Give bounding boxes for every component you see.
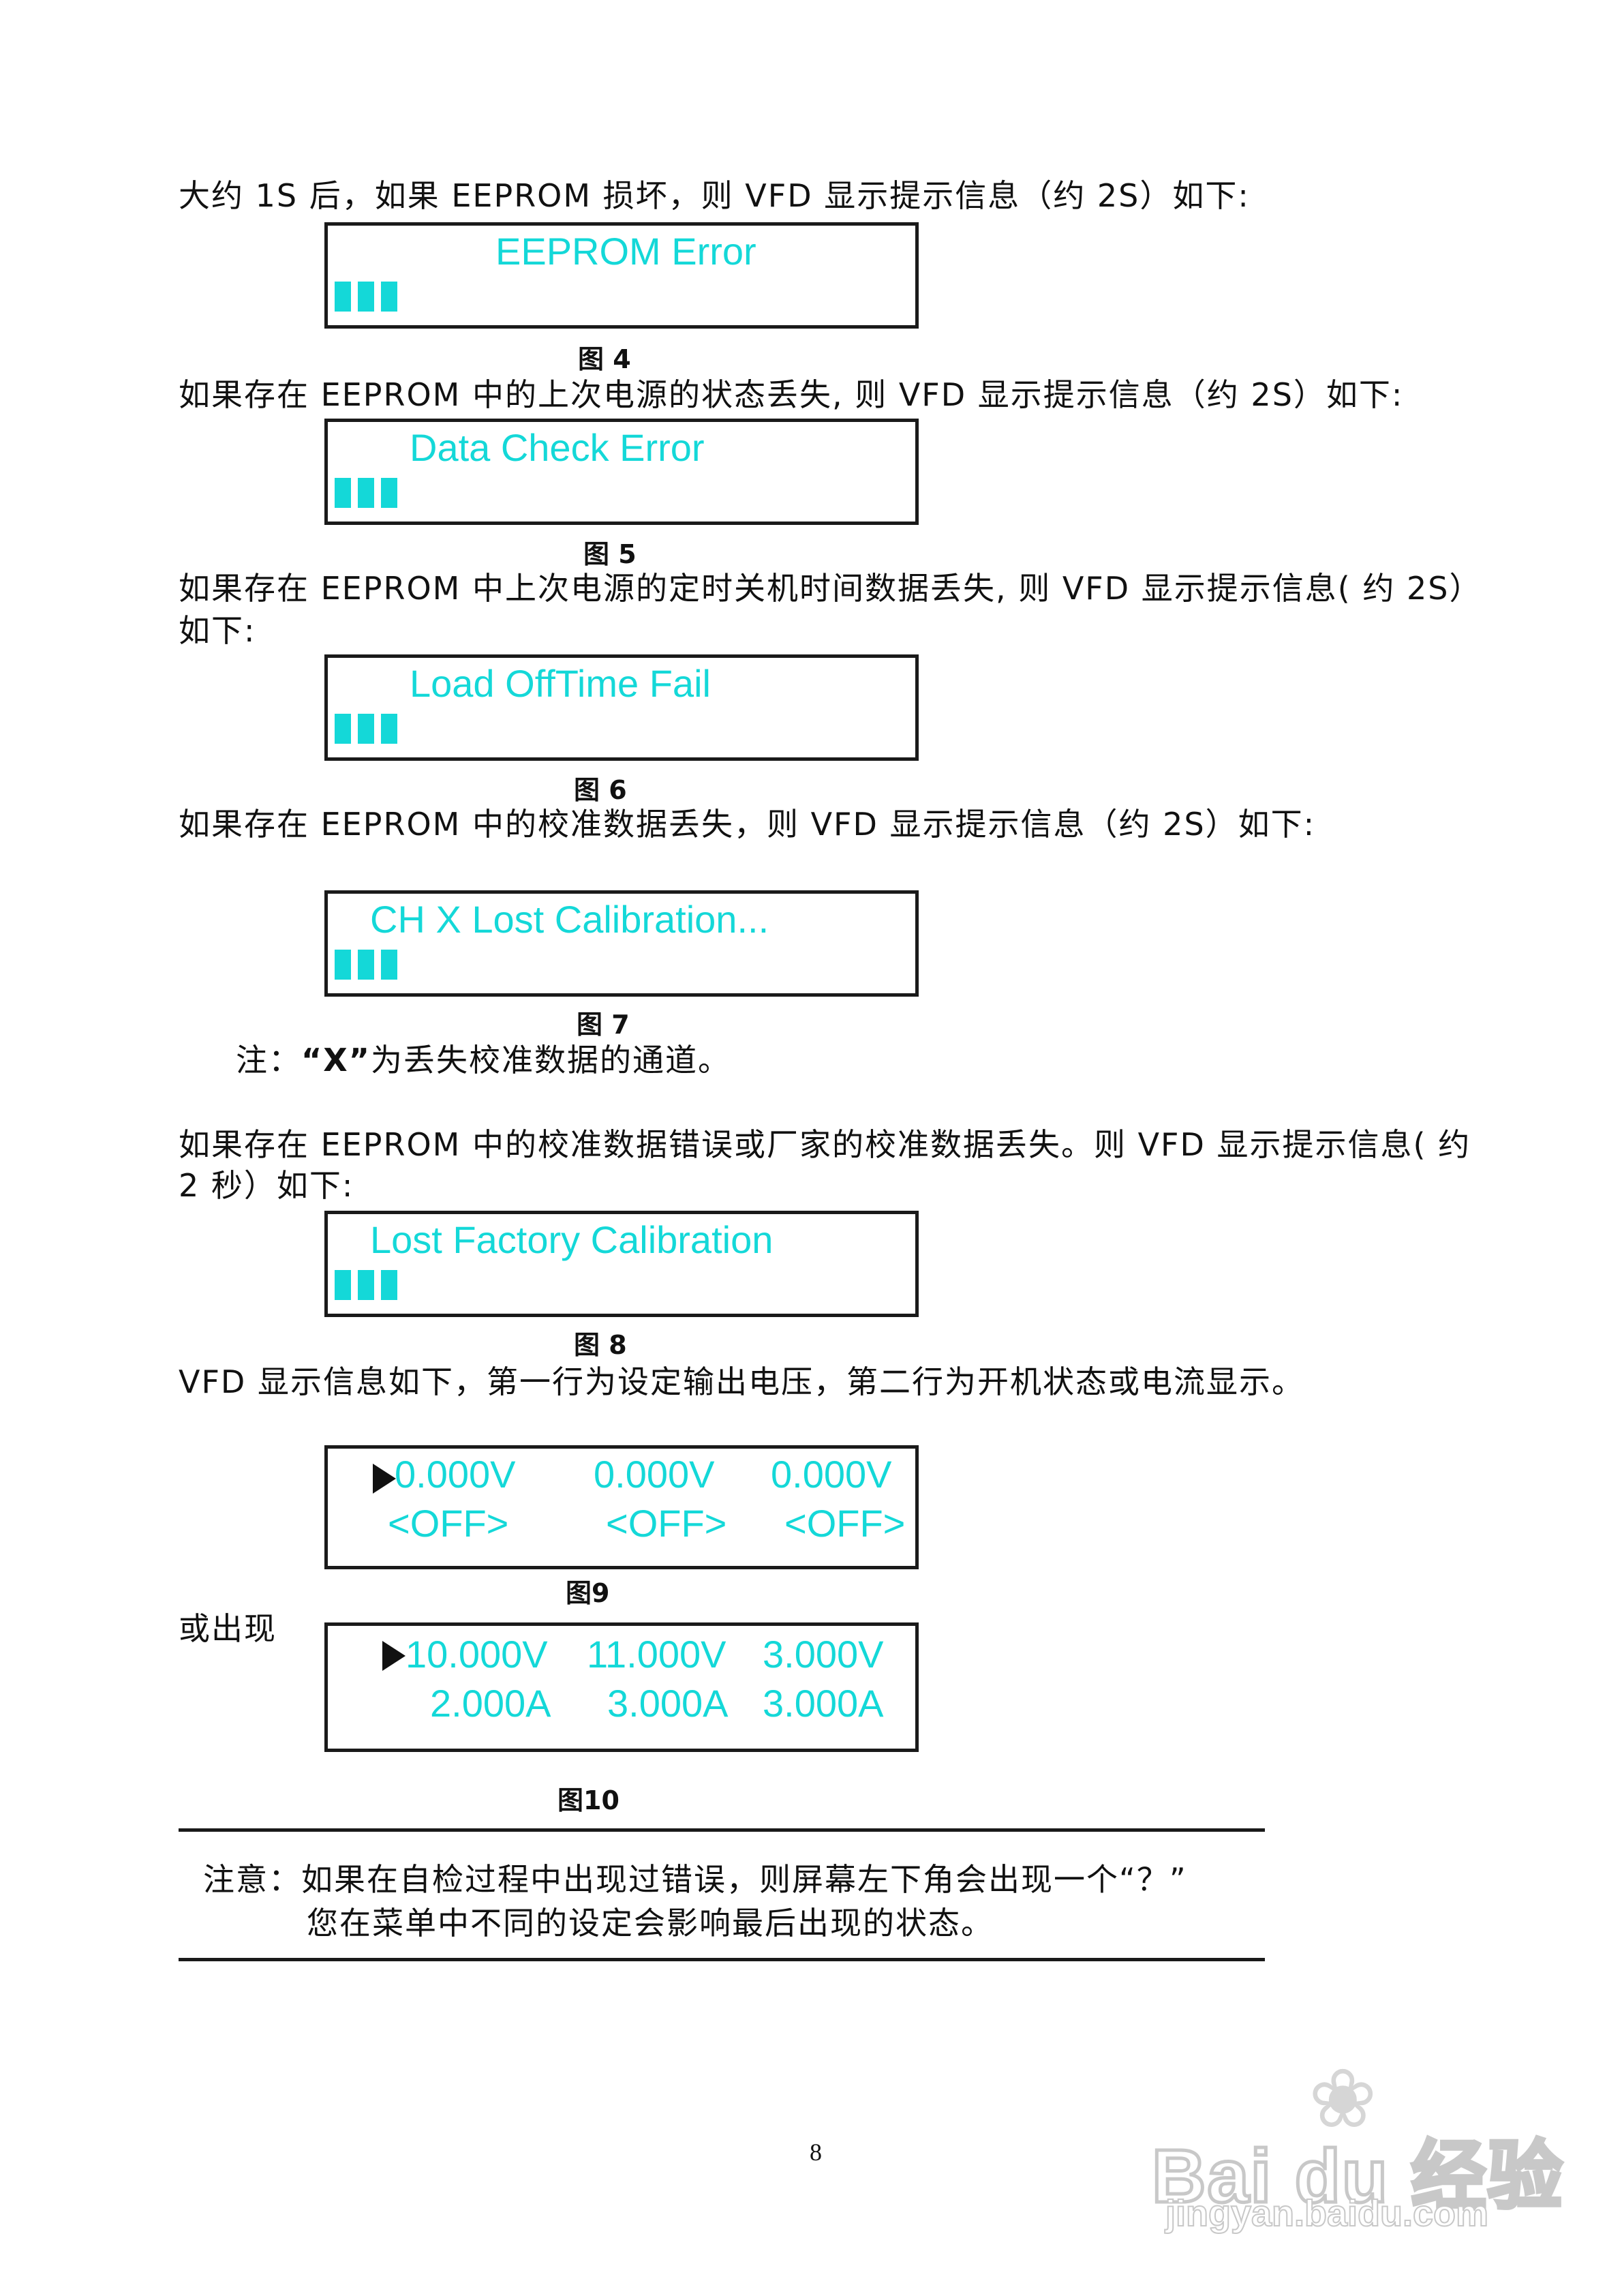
paragraph-offtime-lost-line2: 如下: (179, 612, 256, 649)
divider-bottom (179, 1958, 1265, 1961)
vfd-display-fig9: 0.000V 0.000V 0.000V <OFF> <OFF> <OFF> (324, 1445, 919, 1569)
vfd-display-fig10: 10.000V 11.000V 3.000V 2.000A 3.000A 3.0… (324, 1622, 919, 1752)
vfd-display-fig8: Lost Factory Calibration (324, 1211, 919, 1317)
figure-caption: 图 8 (574, 1330, 627, 1360)
figure-caption: 图 7 (577, 1010, 630, 1040)
current-ch3: 3.000A (763, 1682, 884, 1725)
voltage-ch1: 0.000V (395, 1453, 516, 1496)
state-ch1: <OFF> (388, 1502, 509, 1545)
cursor-arrow-icon (373, 1464, 396, 1494)
vfd-progress-blocks (335, 478, 410, 508)
vfd-progress-blocks (335, 714, 410, 744)
voltage-ch3: 0.000V (771, 1453, 892, 1496)
divider-top (179, 1828, 1265, 1832)
vfd-display-fig5: Data Check Error (324, 419, 919, 525)
or-appears-label: 或出现 (179, 1610, 277, 1647)
vfd-progress-blocks (335, 282, 410, 312)
figure-caption: 图9 (566, 1578, 610, 1608)
note-x-channel: 注：“X”为丢失校准数据的通道。 (236, 1039, 731, 1081)
paragraph-calibration-lost: 如果存在 EEPROM 中的校准数据丢失，则 VFD 显示提示信息（约 2S）如… (179, 806, 1316, 843)
vfd-display-fig4: EEPROM Error (324, 222, 919, 329)
note-prefix: 注： (236, 1042, 301, 1078)
paragraph-offtime-lost-line1: 如果存在 EEPROM 中上次电源的定时关机时间数据丢失, 则 VFD 显示提示… (179, 570, 1482, 607)
baidu-jingyan-watermark: ❀ Bai du 经验 jingyan.baidu.com (1150, 2052, 1565, 2235)
vfd-display-fig7: CH X Lost Calibration... (324, 890, 919, 997)
vfd-progress-blocks (335, 950, 410, 980)
voltage-ch2: 0.000V (594, 1453, 715, 1496)
current-ch1: 2.000A (430, 1682, 551, 1725)
figure-caption: 图 5 (583, 539, 637, 569)
notice-line1: 注意：如果在自检过程中出现过错误，则屏幕左下角会出现一个“？” (203, 1861, 1187, 1898)
vfd-progress-blocks (335, 1270, 410, 1300)
paragraph-vfd-normal-display: VFD 显示信息如下，第一行为设定输出电压，第二行为开机状态或电流显示。 (179, 1363, 1304, 1400)
vfd-message: Load OffTime Fail (410, 662, 711, 705)
voltage-ch2: 11.000V (587, 1633, 726, 1676)
paragraph-factory-calibration-line2: 2 秒）如下: (179, 1167, 354, 1204)
paragraph-factory-calibration-line1: 如果存在 EEPROM 中的校准数据错误或厂家的校准数据丢失。则 VFD 显示提… (179, 1126, 1471, 1163)
watermark-brand: Bai du 经验 (1150, 2133, 1565, 2220)
page-number: 8 (810, 2139, 822, 2166)
figure-caption: 图10 (557, 1785, 619, 1815)
voltage-ch3: 3.000V (763, 1633, 884, 1676)
state-ch3: <OFF> (784, 1502, 906, 1545)
watermark-url: jingyan.baidu.com (1165, 2192, 1489, 2235)
state-ch2: <OFF> (606, 1502, 727, 1545)
paragraph-power-state-lost: 如果存在 EEPROM 中的上次电源的状态丢失, 则 VFD 显示提示信息（约 … (179, 376, 1404, 413)
vfd-display-fig6: Load OffTime Fail (324, 654, 919, 761)
vfd-message: Data Check Error (410, 426, 705, 469)
vfd-message: Lost Factory Calibration (370, 1218, 774, 1261)
current-ch2: 3.000A (607, 1682, 729, 1725)
voltage-ch1: 10.000V (406, 1633, 548, 1676)
figure-caption: 图 4 (578, 344, 631, 374)
vfd-message: CH X Lost Calibration... (370, 898, 769, 941)
notice-line2: 您在菜单中不同的设定会影响最后出现的状态。 (307, 1905, 994, 1942)
cursor-arrow-icon (382, 1641, 406, 1671)
note-text: 为丢失校准数据的通道。 (370, 1042, 731, 1078)
vfd-message: EEPROM Error (495, 230, 756, 273)
paw-icon: ❀ (1309, 2052, 1377, 2147)
note-x-symbol: “X” (301, 1042, 371, 1078)
figure-caption: 图 6 (574, 775, 627, 805)
paragraph-eeprom-damaged: 大约 1S 后，如果 EEPROM 损坏，则 VFD 显示提示信息（约 2S）如… (179, 177, 1250, 214)
